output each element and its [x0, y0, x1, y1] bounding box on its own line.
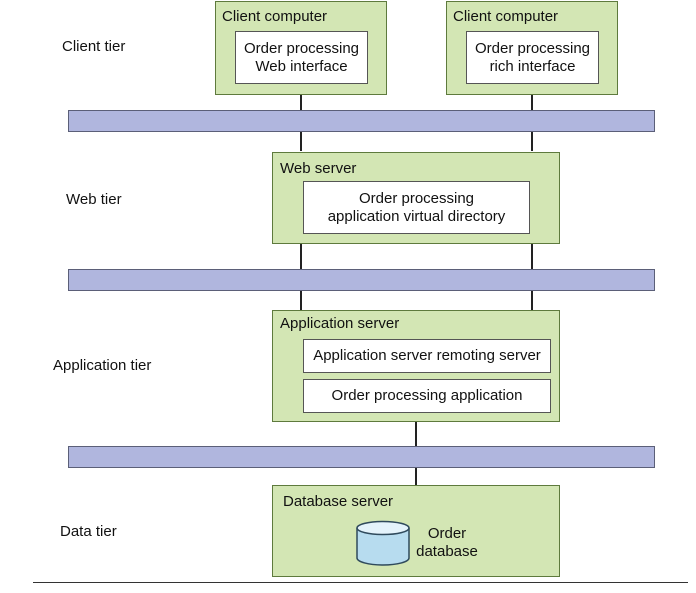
rich-interface-box: Order processing rich interface: [466, 31, 599, 84]
web-tier-label: Web tier: [66, 191, 122, 208]
web-interface-box: Order processing Web interface: [235, 31, 368, 84]
network-bus-client: [68, 110, 655, 132]
application-tier-label: Application tier: [53, 357, 152, 374]
data-tier-label: Data tier: [60, 523, 117, 540]
database-cylinder-icon: [356, 520, 410, 566]
order-database-line1: Order: [427, 525, 467, 542]
rich-interface-line2: rich interface: [489, 57, 576, 75]
virtual-directory-box: Order processing application virtual dir…: [303, 181, 530, 234]
order-processing-app-label: Order processing application: [331, 387, 523, 404]
order-processing-app-box: Order processing application: [303, 379, 551, 413]
client-computer-left-title: Client computer: [222, 8, 328, 25]
client-computer-right-title: Client computer: [453, 8, 559, 25]
database-server: Database server Order database: [272, 485, 560, 577]
virtual-directory-line1: Order processing: [358, 189, 475, 207]
web-interface-line1: Order processing: [243, 39, 360, 57]
web-server-title: Web server: [280, 160, 357, 177]
bottom-divider: [33, 582, 688, 583]
web-interface-line2: Web interface: [255, 57, 348, 75]
application-server: Application server Application server re…: [272, 310, 560, 422]
web-server: Web server Order processing application …: [272, 152, 560, 244]
application-server-title: Application server: [280, 315, 400, 332]
remoting-server-box: Application server remoting server: [303, 339, 551, 373]
client-computer-right: Client computer Order processing rich in…: [446, 1, 618, 95]
virtual-directory-line2: application virtual directory: [327, 207, 506, 225]
network-bus-web: [68, 269, 655, 291]
client-tier-label: Client tier: [62, 38, 126, 55]
network-bus-app: [68, 446, 655, 468]
client-computer-left: Client computer Order processing Web int…: [215, 1, 387, 95]
database-server-title: Database server: [283, 493, 394, 510]
order-database-label: Order database: [415, 525, 479, 561]
order-database-line2: database: [416, 543, 478, 560]
remoting-server-label: Application server remoting server: [313, 347, 541, 364]
rich-interface-line1: Order processing: [474, 39, 591, 57]
